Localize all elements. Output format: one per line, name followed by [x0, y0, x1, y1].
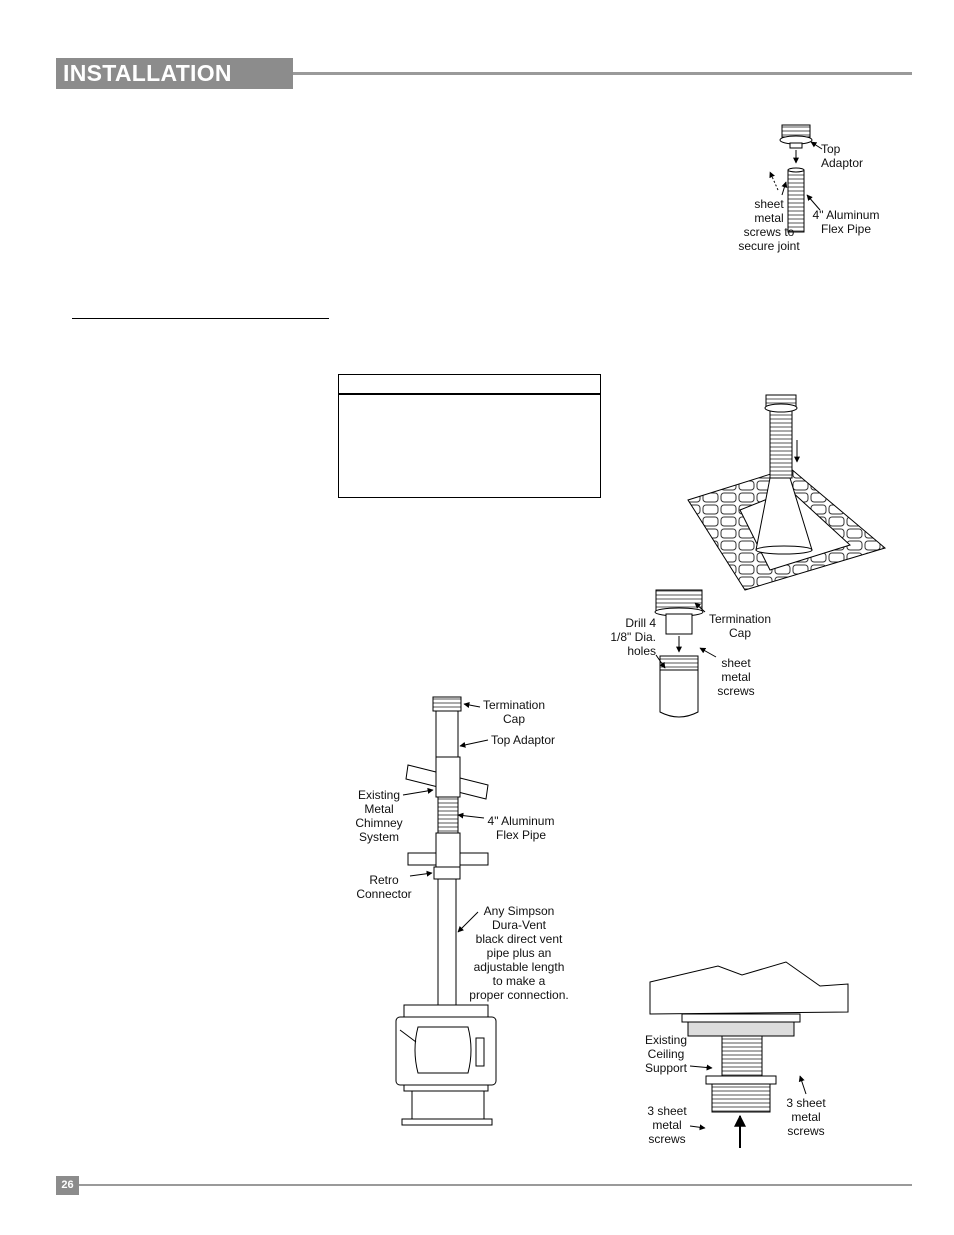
termination-cap-figure: [654, 589, 717, 718]
label-existing-chimney: Existing Metal Chimney System: [355, 788, 403, 844]
label-drill-holes: Drill 4 1/8" Dia. holes: [610, 616, 656, 658]
label-termination-cap-top: Termination Cap: [708, 612, 772, 640]
header-rule: [293, 72, 912, 75]
roof-flashing-figure: [687, 394, 887, 591]
label-retro-connector: Retro Connector: [356, 873, 412, 901]
footer-rule: [79, 1184, 912, 1186]
label-termination-cap-stove: Termination Cap: [482, 698, 546, 726]
label-top-adaptor-stove: Top Adaptor: [491, 733, 556, 747]
label-top-adaptor: Top Adaptor: [821, 142, 864, 170]
warning-box: [338, 374, 601, 498]
stove-chimney-figure: [395, 696, 497, 1126]
label-existing-ceiling-support: Existing Ceiling Support: [644, 1033, 688, 1075]
label-flex-pipe-stove: 4" Aluminum Flex Pipe: [487, 814, 555, 842]
label-screws-right: 3 sheet metal screws: [786, 1096, 826, 1138]
page-title: INSTALLATION: [63, 60, 232, 86]
page-number: 26: [56, 1176, 79, 1195]
label-screws-left: 3 sheet metal screws: [647, 1104, 687, 1146]
ceiling-support-figure: [649, 961, 849, 1148]
label-flex-pipe-top: 4" Aluminum Flex Pipe: [812, 208, 880, 236]
header-bar: [56, 58, 293, 89]
section-divider: [72, 318, 329, 319]
label-sheet-metal-screws-cap: sheet metal screws: [717, 656, 755, 698]
label-sheet-metal-screws-joint: sheet metal screws to secure joint: [738, 197, 800, 253]
label-simpson-note: Any Simpson Dura-Vent black direct vent …: [469, 904, 569, 1002]
top-adaptor-figure: [769, 124, 823, 233]
